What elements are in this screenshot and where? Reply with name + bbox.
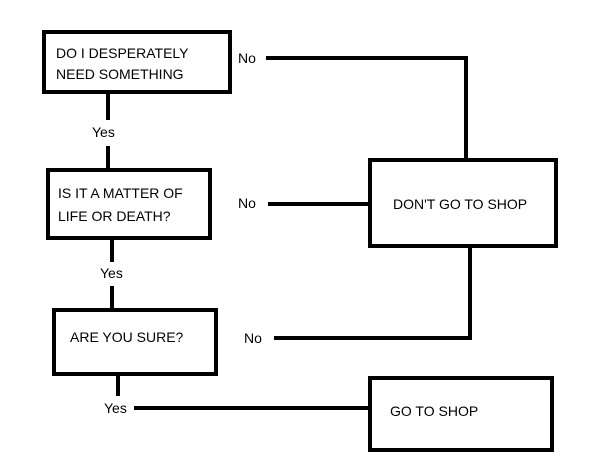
node-life-death-line-1: IS IT A MATTER OF <box>58 185 183 201</box>
node-life-death-line-2: LIFE OR DEATH? <box>58 208 171 224</box>
node-dont-go-box <box>368 158 558 248</box>
node-desperate-line-2: NEED SOMETHING <box>56 66 184 82</box>
edge-label-sure-yes: Yes <box>104 400 127 416</box>
node-sure-box <box>52 308 218 376</box>
node-desperate-box <box>42 30 232 94</box>
node-life-death-box <box>46 168 212 240</box>
edge-label-life-death-yes: Yes <box>100 265 123 281</box>
edge-label-desperate-no: No <box>238 50 256 66</box>
node-desperate-line-1: DO I DESPERATELY <box>56 45 189 61</box>
node-sure-line-1: ARE YOU SURE? <box>70 329 184 345</box>
edge-desperate-no <box>266 56 468 160</box>
edge-label-life-death-no: No <box>238 195 256 211</box>
edge-label-sure-no: No <box>244 330 262 346</box>
edge-sure-no <box>274 245 472 340</box>
node-go-line-1: GO TO SHOP <box>390 403 478 419</box>
edge-label-desperate-yes: Yes <box>92 124 115 140</box>
node-go-box <box>368 376 554 452</box>
node-dont-go-line-1: DON'T GO TO SHOP <box>393 196 527 212</box>
